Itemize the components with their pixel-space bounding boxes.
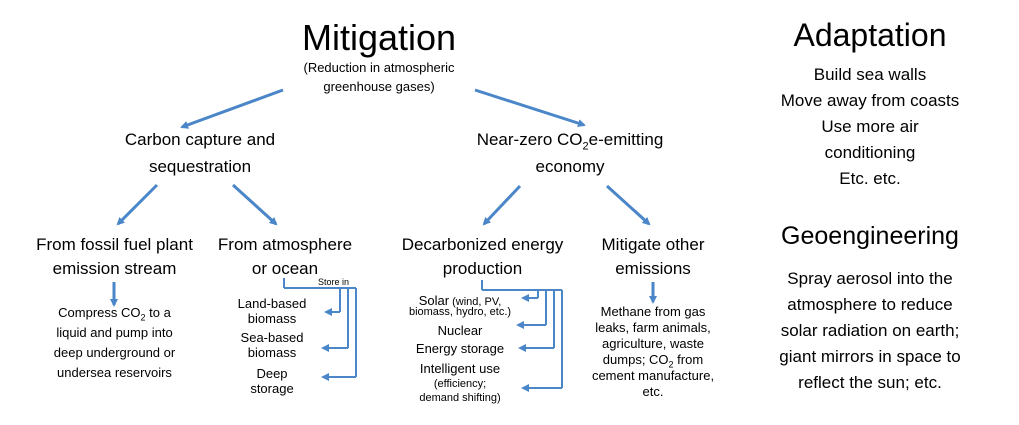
other-detail-2: leaks, farm animals, [595,320,711,335]
atmosphere-title-1: From atmosphere [217,235,353,254]
nearzero-title-1: Near-zero CO2e-emitting [476,130,664,153]
geo-line-3: solar radiation on earth; [780,321,960,340]
fossil-title-1: From fossil fuel plant [36,235,193,254]
other-detail-5: cement manufacture, [591,368,715,383]
fossil-title-2: emission stream [52,259,177,278]
energy-solar-1: Solar (wind, PV, [418,293,502,308]
adaptation-item-4: conditioning [824,143,916,162]
other-detail-6: etc. [642,384,664,399]
other-title-2: emissions [615,259,691,278]
arrow-mitigation-to-nearzero [474,88,586,127]
arrow-mitigation-to-ccs [180,88,284,129]
decarb-title-2: production [442,259,523,278]
adaptation-item-2: Move away from coasts [780,91,960,110]
energy-intelligent-detail-1: (efficiency; [433,378,487,390]
geo-line-5: reflect the sun; etc. [798,373,942,392]
fossil-detail-2: liquid and pump into [56,325,173,340]
fossil-detail-1: Compress CO2 to a [58,305,171,323]
other-detail-1: Methane from gas [600,304,706,319]
other-detail-3: agriculture, waste [602,336,704,351]
arrow-ccs-to-fossil [116,183,159,226]
arrow-nearzero-to-decarb [482,184,522,226]
store-deep-2: storage [250,381,294,396]
store-sea-1: Sea-based [240,330,304,345]
adaptation-item-5: Etc. etc. [839,169,901,188]
atmosphere-title-2: or ocean [251,259,319,278]
adaptation-title: Adaptation [793,17,947,53]
store-land-1: Land-based [237,296,307,311]
store-land-2: biomass [247,311,297,326]
store-sea-2: biomass [247,345,297,360]
energy-storage: Energy storage [415,341,505,356]
other-detail-4: dumps; CO2 from [602,352,704,370]
arrow-nearzero-to-other [605,184,651,226]
adaptation-item-3: Use more air [821,117,919,136]
arrow-ccs-to-atmosphere [231,183,278,226]
store-in-label: Store in [318,277,350,287]
energy-solar-2: biomass, hydro, etc.) [408,306,512,318]
mitigation-subtitle-2: greenhouse gases) [323,79,435,94]
mitigation-title: Mitigation [301,17,457,58]
decarb-title-1: Decarbonized energy [401,235,564,254]
fossil-detail-3: deep underground or [53,345,176,360]
energy-intelligent: Intelligent use [419,361,501,376]
energy-nuclear: Nuclear [437,323,483,338]
fossil-detail-4: undersea reservoirs [57,365,172,380]
geo-line-1: Spray aerosol into the [787,269,953,288]
mitigation-subtitle-1: (Reduction in atmospheric [303,60,455,75]
energy-intelligent-detail-2: demand shifting) [419,392,501,404]
ccs-title-1: Carbon capture and [124,130,276,149]
geo-line-2: atmosphere to reduce [787,295,953,314]
geo-title: Geoengineering [781,222,959,250]
ccs-title-2: sequestration [148,157,252,176]
other-title-1: Mitigate other [601,235,705,254]
geo-line-4: giant mirrors in space to [779,347,961,366]
store-deep-1: Deep [256,366,288,381]
nearzero-title-2: economy [535,157,605,176]
adaptation-item-1: Build sea walls [813,65,927,84]
